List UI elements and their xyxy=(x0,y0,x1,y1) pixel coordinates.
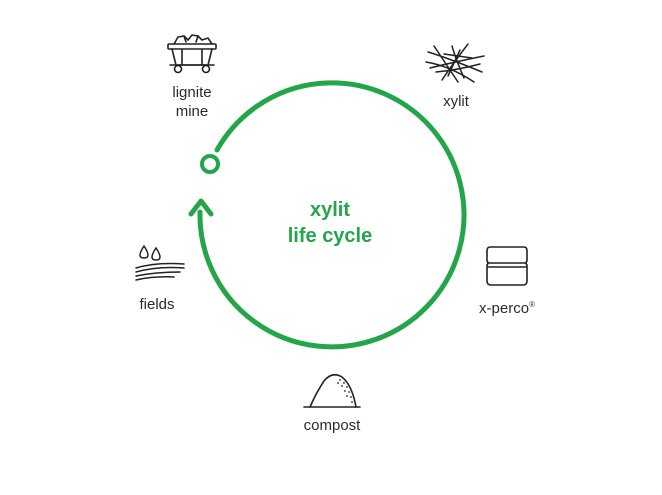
station-fields: fields xyxy=(139,296,175,313)
station-lignite-mine-line1: lignite xyxy=(172,84,212,101)
cycle-arc xyxy=(197,80,467,350)
center-title-line1: xylit xyxy=(309,199,351,221)
cycle-arrow-head xyxy=(188,198,214,217)
cycle-start-marker xyxy=(200,154,220,174)
station-compost: compost xyxy=(303,417,361,434)
station-lignite-mine-line2: mine xyxy=(175,103,209,120)
compost-heap-icon xyxy=(303,373,361,408)
fibers-icon xyxy=(425,43,485,83)
registered-mark: ® xyxy=(529,300,535,309)
mine-cart-icon xyxy=(167,34,217,74)
center-title: xylit life cycle xyxy=(260,197,400,249)
center-title-line2: life cycle xyxy=(287,225,373,247)
station-lignite-mine: lignite mine xyxy=(152,83,232,121)
station-x-perco-label: x-perco xyxy=(479,300,530,317)
bag-icon xyxy=(486,246,528,286)
field-with-drops-icon xyxy=(135,244,185,281)
station-xylit: xylit xyxy=(443,93,469,110)
station-x-perco: x-perco® xyxy=(462,295,552,318)
